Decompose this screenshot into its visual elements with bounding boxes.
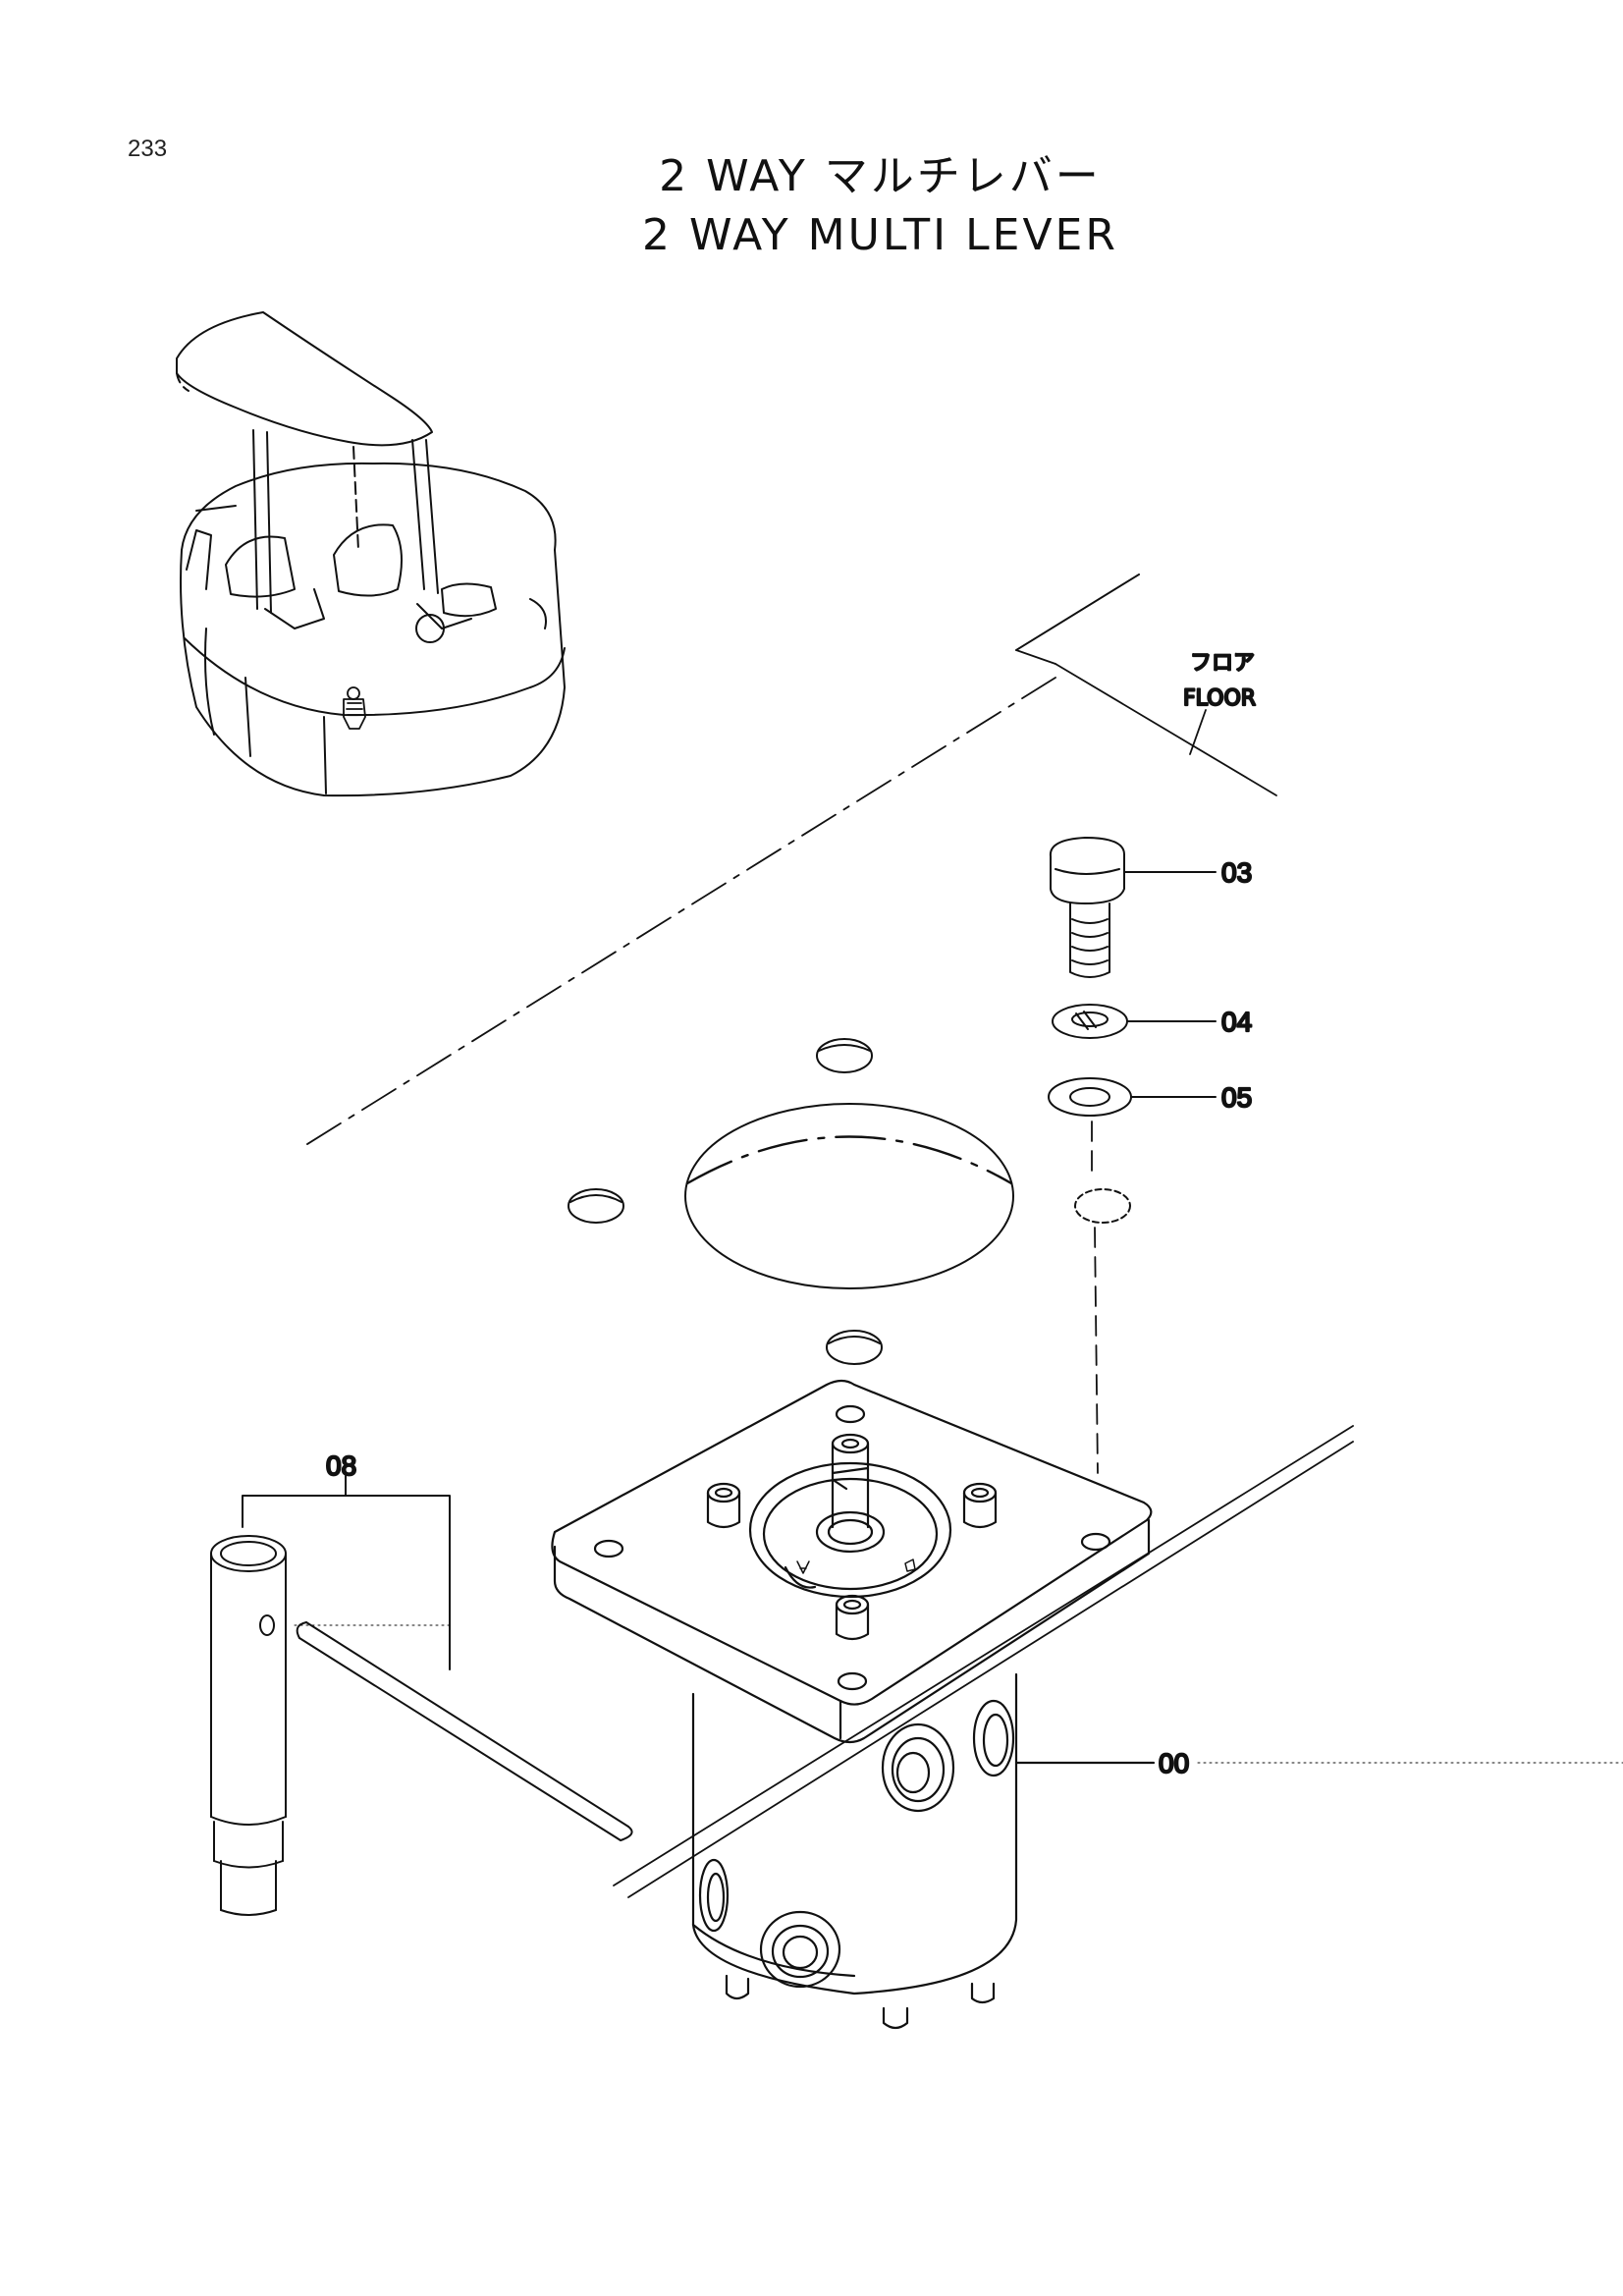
socket-bolt-heads	[706, 1482, 998, 1641]
multi-lever-valve-part	[551, 1379, 1623, 2030]
lever-location-marker	[343, 686, 366, 730]
title-english: 2 WAY MULTI LEVER	[642, 210, 1118, 260]
callout-lever-assembly: 08	[326, 1450, 356, 1481]
machine-overview-illustration	[176, 311, 566, 797]
assembly-centerline	[1091, 1121, 1099, 1474]
callout-bolt: 03	[1221, 857, 1252, 888]
floor-label-japanese: フロア	[1190, 651, 1255, 676]
floor-label-english: FLOOR	[1183, 686, 1256, 711]
floor-plate-outline	[298, 574, 1354, 1898]
page-title: 2 WAY マルチレバー 2 WAY MULTI LEVER	[69, 147, 1623, 265]
page-number: 233	[128, 136, 168, 162]
callout-valve: 00	[1159, 1748, 1189, 1778]
flat-washer-part	[1048, 1077, 1217, 1117]
title-japanese: 2 WAY マルチレバー	[659, 151, 1102, 201]
lock-washer-part	[1052, 1004, 1217, 1039]
bolt-part	[1049, 837, 1217, 978]
lever-assembly-part	[210, 1475, 633, 1916]
callout-washer: 05	[1221, 1082, 1252, 1113]
floor-holes	[568, 1038, 1131, 1365]
callout-lock-washer: 04	[1221, 1007, 1252, 1037]
